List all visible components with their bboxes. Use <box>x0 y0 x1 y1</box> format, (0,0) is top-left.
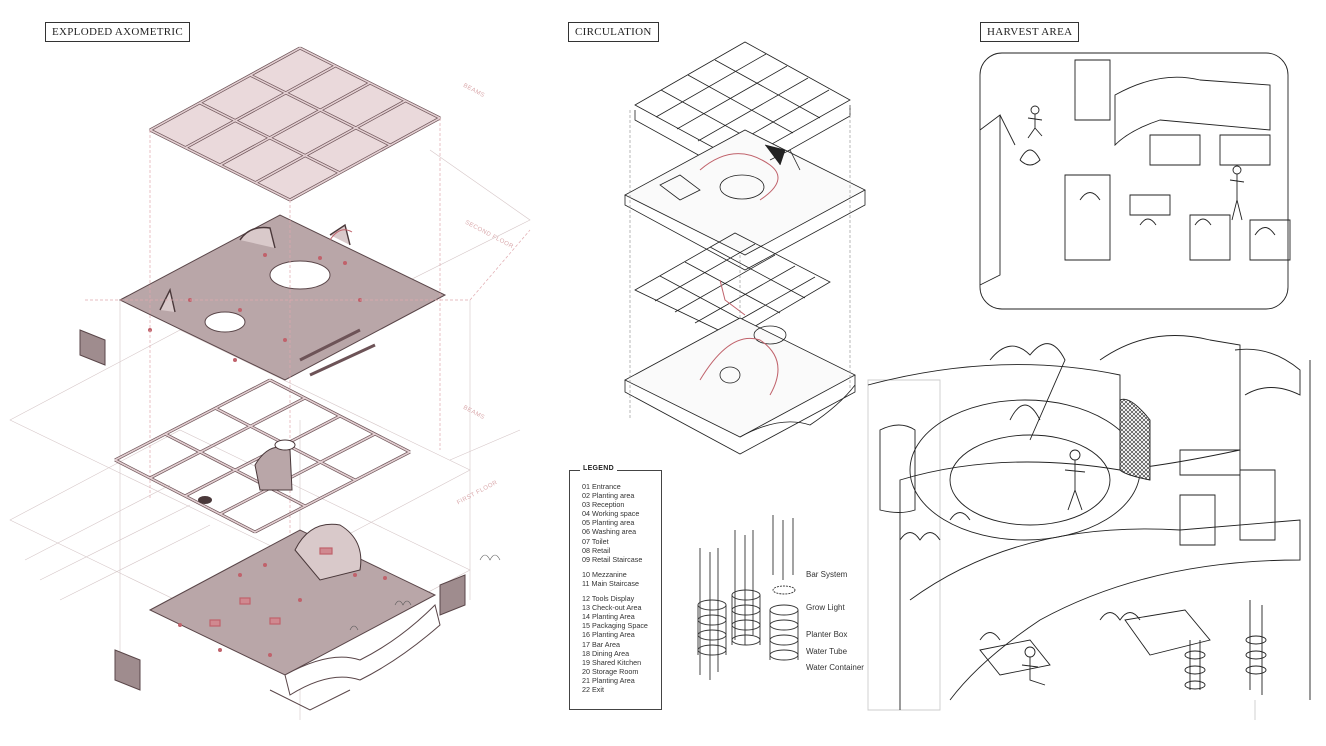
legend: LEGEND 01 Entrance 02 Planting area 03 R… <box>569 465 662 710</box>
legend-item: 06 Washing area <box>582 527 637 537</box>
grow-light-label: Grow Light <box>806 603 845 612</box>
legend-item: 20 Storage Room <box>582 666 639 676</box>
harvest-area-top <box>979 52 1291 310</box>
second-floor <box>79 214 447 381</box>
first-floor <box>114 523 466 711</box>
planter-box-label: Planter Box <box>806 630 848 639</box>
planter-towers <box>697 515 799 680</box>
bar-system-label: Bar System <box>806 570 848 579</box>
legend-item: 02 Planting area <box>582 491 635 501</box>
legend-item: 18 Dining Area <box>582 648 630 658</box>
legend-item: 04 Working space <box>582 509 640 519</box>
legend-item: 12 Tools Display <box>582 594 635 604</box>
circulation-title: CIRCULATION <box>568 22 659 42</box>
legend-item: 15 Packaging Space <box>582 621 648 631</box>
legend-item: 11 Main Staircase <box>582 578 639 588</box>
legend-item: 22 Exit <box>582 684 604 694</box>
legend-item: 19 Shared Kitchen <box>582 657 642 667</box>
legend-item: 09 Retail Staircase <box>582 554 643 564</box>
legend-item: 01 Entrance <box>582 482 621 491</box>
legend-list: 01 Entrance 02 Planting area 03 Receptio… <box>582 482 648 694</box>
legend-item: 05 Planting area <box>582 518 635 528</box>
harvest-area-bottom <box>867 335 1311 720</box>
legend-item: 07 Toilet <box>582 536 609 546</box>
legend-item: 08 Retail <box>582 545 611 555</box>
legend-item: 17 Bar Area <box>582 639 620 649</box>
legend-item: 10 Mezzanine <box>582 569 627 579</box>
exploded-axonometric-title: EXPLODED AXOMETRIC <box>45 22 190 42</box>
legend-item: 14 Planting Area <box>582 612 635 622</box>
circulation-diagram <box>624 41 866 455</box>
water-container-label: Water Container <box>806 663 864 672</box>
legend-title: LEGEND <box>580 465 617 472</box>
legend-item: 13 Check-out Area <box>582 603 642 613</box>
legend-item: 16 Planting Area <box>582 630 635 640</box>
water-tube-label: Water Tube <box>806 647 848 656</box>
legend-item: 21 Planting Area <box>582 675 635 685</box>
harvest-area-title: HARVEST AREA <box>980 22 1080 42</box>
legend-item: 03 Reception <box>582 500 625 510</box>
exploded-axonometric <box>9 46 531 720</box>
